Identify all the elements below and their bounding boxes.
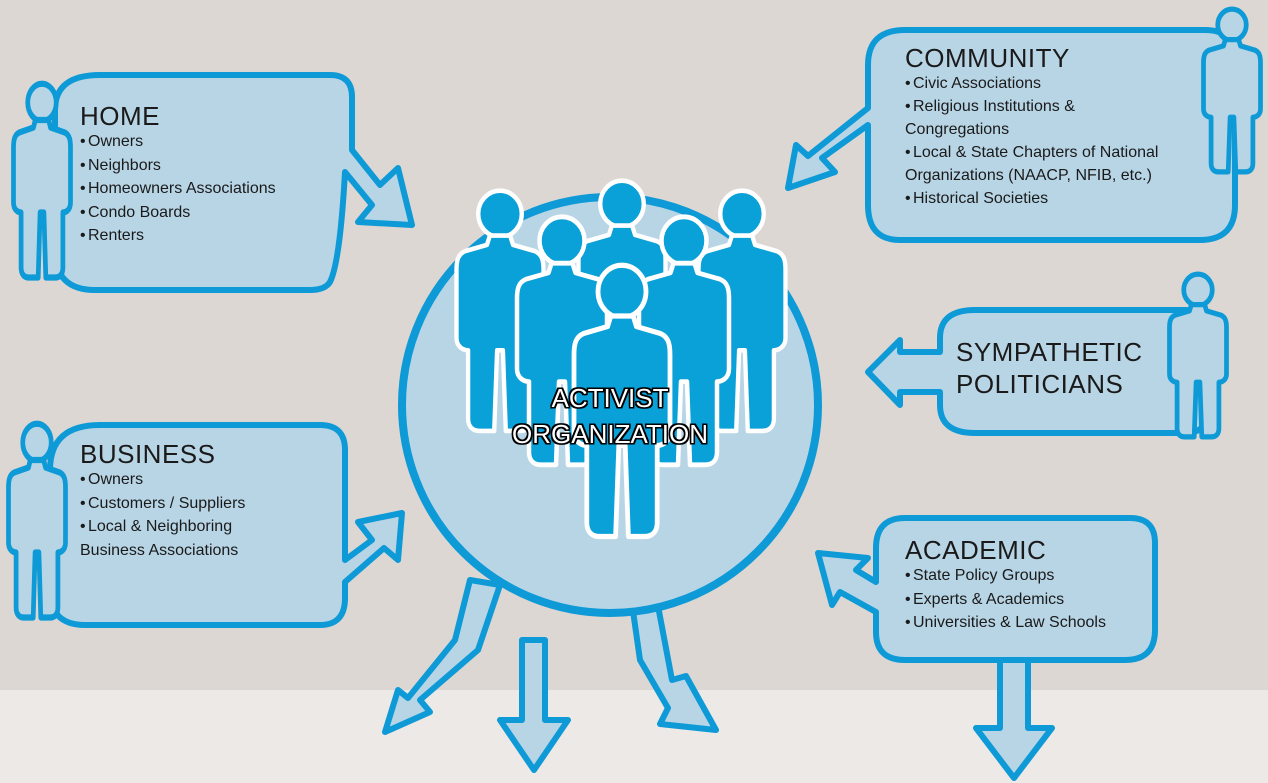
home-list-item: •Homeowners Associations: [80, 177, 276, 201]
academic-list-item-label: Universities & Law Schools: [913, 614, 1106, 631]
center-label-line2: ORGANIZATION: [512, 419, 708, 449]
community-heading: COMMUNITY: [905, 43, 1070, 73]
business-list: •Owners•Customers / Suppliers•Local & Ne…: [80, 468, 245, 562]
business-list-item: •Customers / Suppliers: [80, 492, 245, 516]
community-list-item: •Local & State Chapters of National: [905, 141, 1158, 164]
academic-list-item: •State Policy Groups: [905, 564, 1106, 588]
community-list-item-label: Civic Associations: [913, 75, 1042, 92]
home-list-item-label: Neighbors: [88, 156, 161, 174]
bullet-icon: •: [905, 567, 911, 584]
arrow-bottom-right: [627, 587, 719, 733]
bullet-icon: •: [905, 98, 911, 115]
bullet-icon: •: [80, 156, 86, 174]
bullet-icon: •: [80, 133, 86, 150]
politicians-heading-line2: POLITICIANS: [956, 369, 1124, 399]
business-list-item-label: Local & Neighboring: [88, 518, 233, 535]
academic-list-item: •Universities & Law Schools: [905, 611, 1106, 635]
bullet-icon: •: [80, 227, 86, 244]
home-list-item: •Neighbors: [80, 154, 276, 178]
community-list-item: •Religious Institutions &: [905, 95, 1158, 118]
bullet-icon: •: [905, 75, 911, 92]
home-text: HOME •Owners•Neighbors•Homeowners Associ…: [80, 102, 276, 248]
academic-list-item: •Experts & Academics: [905, 588, 1106, 612]
community-list: •Civic Associations•Religious Institutio…: [905, 72, 1158, 210]
business-list-item: •Local & Neighboring: [80, 515, 245, 539]
community-list-item-label: Religious Institutions &: [913, 98, 1075, 115]
home-list-item-label: Renters: [88, 227, 145, 244]
home-list-item: •Renters: [80, 224, 276, 248]
business-list-item: •Owners: [80, 468, 245, 492]
business-heading: BUSINESS: [80, 439, 216, 469]
business-list-item-label: Business Associations: [80, 541, 239, 559]
bullet-icon: •: [905, 144, 911, 161]
community-list-item: Organizations (NAACP, NFIB, etc.): [905, 164, 1158, 187]
home-heading: HOME: [80, 101, 160, 131]
academic-list-item-label: State Policy Groups: [913, 567, 1055, 584]
academic-box: [815, 515, 1158, 663]
bullet-icon: •: [80, 203, 86, 221]
bullet-icon: •: [80, 518, 86, 535]
community-list-item: •Historical Societies: [905, 187, 1158, 210]
bullet-icon: •: [905, 614, 911, 631]
arrow-bottom-middle: [497, 637, 571, 773]
home-list-item-label: Homeowners Associations: [88, 180, 276, 197]
bullet-icon: •: [905, 190, 911, 207]
center-label-line1: ACTIVIST: [551, 383, 669, 413]
academic-text: ACADEMIC •State Policy Groups•Experts & …: [905, 536, 1106, 635]
background-bottom: [0, 690, 1268, 783]
bullet-icon: •: [80, 494, 86, 512]
business-list-item-label: Customers / Suppliers: [88, 494, 246, 512]
academic-list-item-label: Experts & Academics: [913, 590, 1065, 608]
community-list-item: •Civic Associations: [905, 72, 1158, 95]
business-list-item-label: Owners: [88, 471, 144, 488]
arrow-academic-down: [973, 647, 1055, 781]
community-list-item-label: Historical Societies: [913, 190, 1049, 207]
bullet-icon: •: [80, 471, 86, 488]
community-text: COMMUNITY •Civic Associations•Religious …: [905, 44, 1158, 210]
home-list-item-label: Condo Boards: [88, 203, 191, 221]
community-list-item: Congregations: [905, 118, 1158, 141]
bullet-icon: •: [80, 180, 86, 197]
arrow-bottom-left: [382, 577, 503, 735]
business-text: BUSINESS •Owners•Customers / Suppliers•L…: [80, 440, 245, 562]
home-list-item: •Owners: [80, 130, 276, 154]
center-label: ACTIVIST ORGANIZATION: [510, 380, 710, 452]
community-list-item-label: Organizations (NAACP, NFIB, etc.): [905, 167, 1152, 184]
community-list-item-label: Local & State Chapters of National: [913, 144, 1159, 161]
business-box: [47, 422, 405, 628]
home-list-item-label: Owners: [88, 133, 144, 150]
home-list: •Owners•Neighbors•Homeowners Association…: [80, 130, 276, 248]
business-list-item: Business Associations: [80, 539, 245, 563]
home-list-item: •Condo Boards: [80, 201, 276, 225]
bullet-icon: •: [905, 590, 911, 608]
politicians-heading-line1: SYMPATHETIC: [956, 337, 1143, 367]
community-list-item-label: Congregations: [905, 121, 1010, 138]
academic-list: •State Policy Groups•Experts & Academics…: [905, 564, 1106, 635]
politicians-text: SYMPATHETIC POLITICIANS: [956, 336, 1143, 400]
academic-heading: ACADEMIC: [905, 535, 1047, 565]
